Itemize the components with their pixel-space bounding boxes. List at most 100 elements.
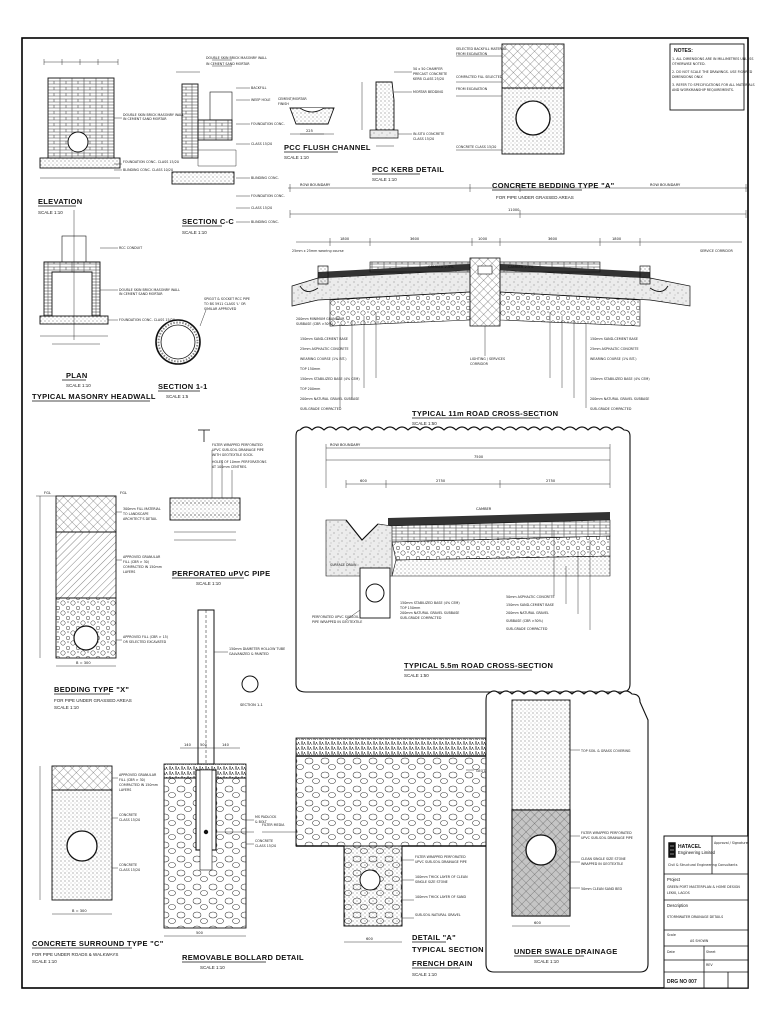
svg-text:LAYERS: LAYERS [119, 788, 131, 792]
svg-text:FROM EXCAVATION: FROM EXCAVATION [456, 52, 488, 56]
date-label: Date [667, 950, 675, 954]
notes-heading: NOTES: [674, 48, 693, 54]
svg-text:COMPACTED FILL SELECTED: COMPACTED FILL SELECTED [456, 75, 503, 79]
svg-text:FILTER WRAPPED PERFORATED: FILTER WRAPPED PERFORATED [212, 443, 263, 447]
svg-text:100mm THICK LAYER OF SAND: 100mm THICK LAYER OF SAND [415, 895, 467, 899]
kerb-scale: SCALE 1:10 [372, 177, 397, 182]
svg-text:FOUNDATION CONC.: FOUNDATION CONC. [251, 194, 285, 198]
plan-title: PLAN [66, 371, 88, 380]
svg-text:SUBBASE (CBR >30%): SUBBASE (CBR >30%) [296, 322, 333, 326]
drawing-number: DRG NO 007 [667, 979, 697, 985]
pcc-kerb-detail: 50 x 50 CHAMFER PRECAST CONCRETE KERB CL… [361, 67, 447, 182]
under-swale-title: UNDER SWALE DRAINAGE [514, 947, 618, 956]
svg-text:150mm SAND-CEMENT BASE: 150mm SAND-CEMENT BASE [590, 337, 638, 341]
company-name-2: Engineering Limited [678, 850, 716, 855]
headwall-plan: RCC CONDUIT DOUBLE SKIN BRICK MASONRY WA… [32, 210, 180, 402]
svg-text:HOLES OF 10mm PERFORATIONS: HOLES OF 10mm PERFORATIONS [212, 460, 267, 464]
french-drain-title-2: FRENCH DRAIN [412, 959, 473, 968]
note-line-4: DIMENSIONS ONLY. [672, 75, 704, 79]
svg-text:LIGHTING / SERVICES: LIGHTING / SERVICES [470, 357, 505, 361]
svg-text:DOUBLE SKIN BRICK MASONRY WALL: DOUBLE SKIN BRICK MASONRY WALL [123, 113, 184, 117]
svg-text:11000: 11000 [508, 208, 520, 212]
svg-text:KERB CLASS 25/20: KERB CLASS 25/20 [413, 77, 444, 81]
svg-text:WEEP HOLE: WEEP HOLE [251, 98, 270, 102]
svg-text:SPIGOT & SOCKET RCC PIPE: SPIGOT & SOCKET RCC PIPE [204, 297, 250, 301]
svg-text:CLASS 15/20: CLASS 15/20 [251, 142, 272, 146]
road-11m-title: TYPICAL 11m ROAD CROSS-SECTION [412, 409, 558, 418]
note-line-5: 3. REFER TO SPECIFICATIONS FOR ALL MATER… [672, 83, 755, 87]
svg-text:AT 100mm CENTRES.: AT 100mm CENTRES. [212, 465, 247, 469]
flush-channel-title: PCC FLUSH CHANNEL [284, 143, 371, 152]
svg-text:FROM EXCAVATION: FROM EXCAVATION [456, 87, 488, 91]
approval-label: Approval / Signature [714, 841, 748, 845]
svg-text:1000: 1000 [478, 237, 488, 241]
svg-text:SUB-SOIL NATURAL GRAVEL: SUB-SOIL NATURAL GRAVEL [415, 913, 461, 917]
svg-text:CLASS 15/20: CLASS 15/20 [413, 137, 434, 141]
svg-text:RCC CONDUIT: RCC CONDUIT [119, 246, 143, 250]
svg-text:CONCRETE: CONCRETE [255, 839, 273, 843]
note-line-3: 2. DO NOT SCALE THE DRAWINGS. USE FIGURE… [672, 70, 753, 74]
svg-text:UPVC SUB-SOIL DRAINAGE PIPE: UPVC SUB-SOIL DRAINAGE PIPE [581, 836, 633, 840]
svg-text:1800: 1800 [612, 237, 622, 241]
svg-text:FOUNDATION CONC. CLASS 15/20: FOUNDATION CONC. CLASS 15/20 [119, 318, 175, 322]
svg-text:PRECAST CONCRETE: PRECAST CONCRETE [413, 72, 447, 76]
svg-text:150mm STABILIZED BASE (4% CEM): 150mm STABILIZED BASE (4% CEM) [400, 601, 460, 605]
svg-text:FOUNDATION CONC.: FOUNDATION CONC. [251, 122, 285, 126]
svg-text:SUBBASE (CBR >30%): SUBBASE (CBR >30%) [506, 619, 543, 623]
french-drain: 600 FILTER MEDIA GEOTEXTILE FILTER WRAPP… [262, 737, 526, 977]
svg-text:FGL: FGL [44, 491, 51, 495]
removable-bollard: 150mm DIAMETER HOLLOW TUBE GALVANIZED & … [163, 609, 304, 970]
svg-text:ROW BOUNDARY: ROW BOUNDARY [650, 183, 681, 187]
upvc-scale: SCALE 1:10 [196, 581, 221, 586]
svg-text:FINISH: FINISH [278, 102, 289, 106]
pipe-section-11: SPIGOT & SOCKET RCC PIPE TO BS 5911 CLAS… [155, 297, 250, 399]
svg-text:CONCRETE: CONCRETE [119, 813, 137, 817]
svg-text:SIMILAR APPROVED: SIMILAR APPROVED [204, 307, 237, 311]
svg-text:APPROVED GRANULAR: APPROVED GRANULAR [123, 555, 161, 559]
svg-text:FGL: FGL [120, 491, 127, 495]
svg-text:CLEAN SINGLE SIZE STONE: CLEAN SINGLE SIZE STONE [581, 857, 626, 861]
svg-text:APPROVED GRANULAR: APPROVED GRANULAR [119, 773, 157, 777]
svg-text:FILTER WRAPPED PERFORATED: FILTER WRAPPED PERFORATED [415, 855, 466, 859]
project-label: Project [667, 877, 681, 882]
bedding-a-subtitle: FOR PIPE UNDER GRASSED AREAS [496, 195, 574, 200]
svg-text:7500: 7500 [474, 455, 484, 459]
road-55m-title: TYPICAL 5.5m ROAD CROSS-SECTION [404, 661, 553, 670]
rev-label: REV [706, 963, 713, 967]
elevation-scale: SCALE 1:10 [38, 210, 63, 215]
bedding-a-title: CONCRETE BEDDING TYPE "A" [492, 181, 615, 190]
kerb-title: PCC KERB DETAIL [372, 165, 444, 174]
svg-text:DOUBLE SKIN BRICK MASONRY WALL: DOUBLE SKIN BRICK MASONRY WALL [206, 56, 267, 60]
svg-text:SUB-GRADE COMPACTED: SUB-GRADE COMPACTED [506, 627, 548, 631]
svg-text:200mm NATURAL GRAVEL SUBBASE: 200mm NATURAL GRAVEL SUBBASE [590, 397, 649, 401]
company-name: HATACEL [678, 844, 701, 850]
sheet-border [21, 37, 749, 989]
svg-text:50mm ASPHALTIC CONCRETE: 50mm ASPHALTIC CONCRETE [506, 595, 555, 599]
svg-text:SUB-GRADE COMPACTED: SUB-GRADE COMPACTED [400, 616, 442, 620]
svg-text:GALVANIZED & PAINTED: GALVANIZED & PAINTED [229, 652, 269, 656]
section-11-title: SECTION 1-1 [158, 382, 208, 391]
svg-text:150mm DIAMETER HOLLOW TUBE: 150mm DIAMETER HOLLOW TUBE [229, 647, 285, 651]
svg-text:25mm ASPHALTIC CONCRETE: 25mm ASPHALTIC CONCRETE [300, 347, 349, 351]
svg-text:50 x 50 CHAMFER: 50 x 50 CHAMFER [413, 67, 443, 71]
surround-c-subtitle: FOR PIPE UNDER ROADS & WALKWAYS [32, 952, 118, 957]
under-swale-scale: SCALE 1:10 [534, 959, 559, 964]
french-drain-detail: DETAIL "A" [412, 933, 456, 942]
svg-text:FILL (CBR > 30): FILL (CBR > 30) [119, 778, 145, 782]
description-label: Description [667, 903, 689, 908]
road-11m-scale: SCALE 1:50 [412, 421, 437, 426]
perforated-upvc-pipe: FILTER WRAPPED PERFORATED UPVC SUB-SOIL … [169, 429, 270, 586]
surround-c-scale: SCALE 1:10 [32, 959, 57, 964]
svg-text:UPVC SUB-SOIL DRAINAGE PIPE: UPVC SUB-SOIL DRAINAGE PIPE [415, 860, 467, 864]
svg-text:600: 600 [366, 937, 374, 941]
bollard-title: REMOVABLE BOLLARD DETAIL [182, 953, 304, 962]
svg-text:COMPACTED IN 150mm: COMPACTED IN 150mm [119, 783, 158, 787]
svg-text:150mm STABILIZED BASE (4% CEM): 150mm STABILIZED BASE (4% CEM) [300, 377, 360, 381]
svg-text:SELECTED BACKFILL MATERIAL: SELECTED BACKFILL MATERIAL [456, 47, 507, 51]
svg-text:WITH GEOTEXTILE SOCK.: WITH GEOTEXTILE SOCK. [212, 453, 253, 457]
road-55m-section: ROW BOUNDARY 7500 600 2750 2750 CAMBER S… [295, 426, 631, 693]
svg-text:SINGLE SIZE STONE: SINGLE SIZE STONE [415, 880, 448, 884]
svg-text:CLASS 15/20: CLASS 15/20 [251, 206, 272, 210]
svg-text:SURFACE DRAIN: SURFACE DRAIN [330, 563, 357, 567]
svg-text:500: 500 [200, 743, 208, 747]
